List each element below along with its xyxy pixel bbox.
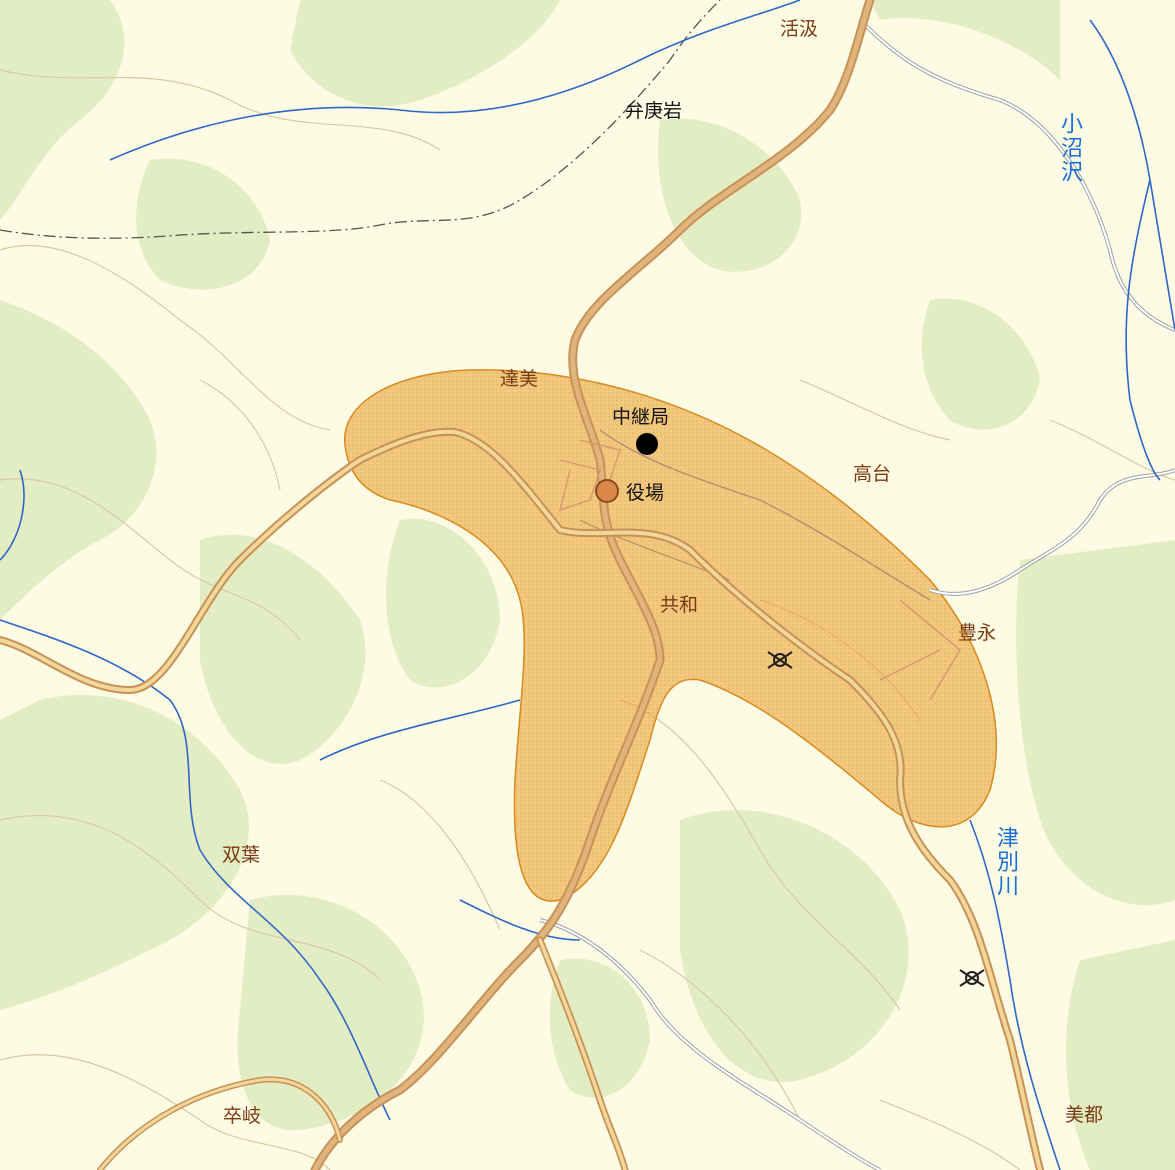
relay-station-label: 中継局 <box>612 406 670 428</box>
relay-station-marker-icon[interactable] <box>636 433 658 455</box>
place-label-kuruki: 卒岐 <box>223 1105 262 1127</box>
place-label-tatsumi: 達美 <box>500 368 539 390</box>
place-label-bendoiwa: 弁庚岩 <box>625 100 683 122</box>
place-label-takadai: 高台 <box>853 463 892 485</box>
town-streets <box>559 439 961 701</box>
school-icon[interactable] <box>767 651 793 669</box>
coverage-texture <box>344 369 997 902</box>
river-label-konumazawa: 小沼沢 <box>1057 112 1082 184</box>
place-label-katsuzawa: 活汲 <box>780 18 819 40</box>
river-label-tsubetsu: 津別川 <box>993 826 1018 898</box>
place-label-toyonaga: 豊永 <box>958 622 997 644</box>
place-label-kyowa: 共和 <box>660 594 699 616</box>
place-label-bito: 美都 <box>1065 1104 1104 1126</box>
school-icon[interactable] <box>959 969 985 987</box>
town-office-label: 役場 <box>626 482 665 504</box>
town-office-marker-icon[interactable] <box>595 479 619 503</box>
main-roads <box>0 0 1044 1170</box>
place-label-futaba: 双葉 <box>222 844 261 866</box>
